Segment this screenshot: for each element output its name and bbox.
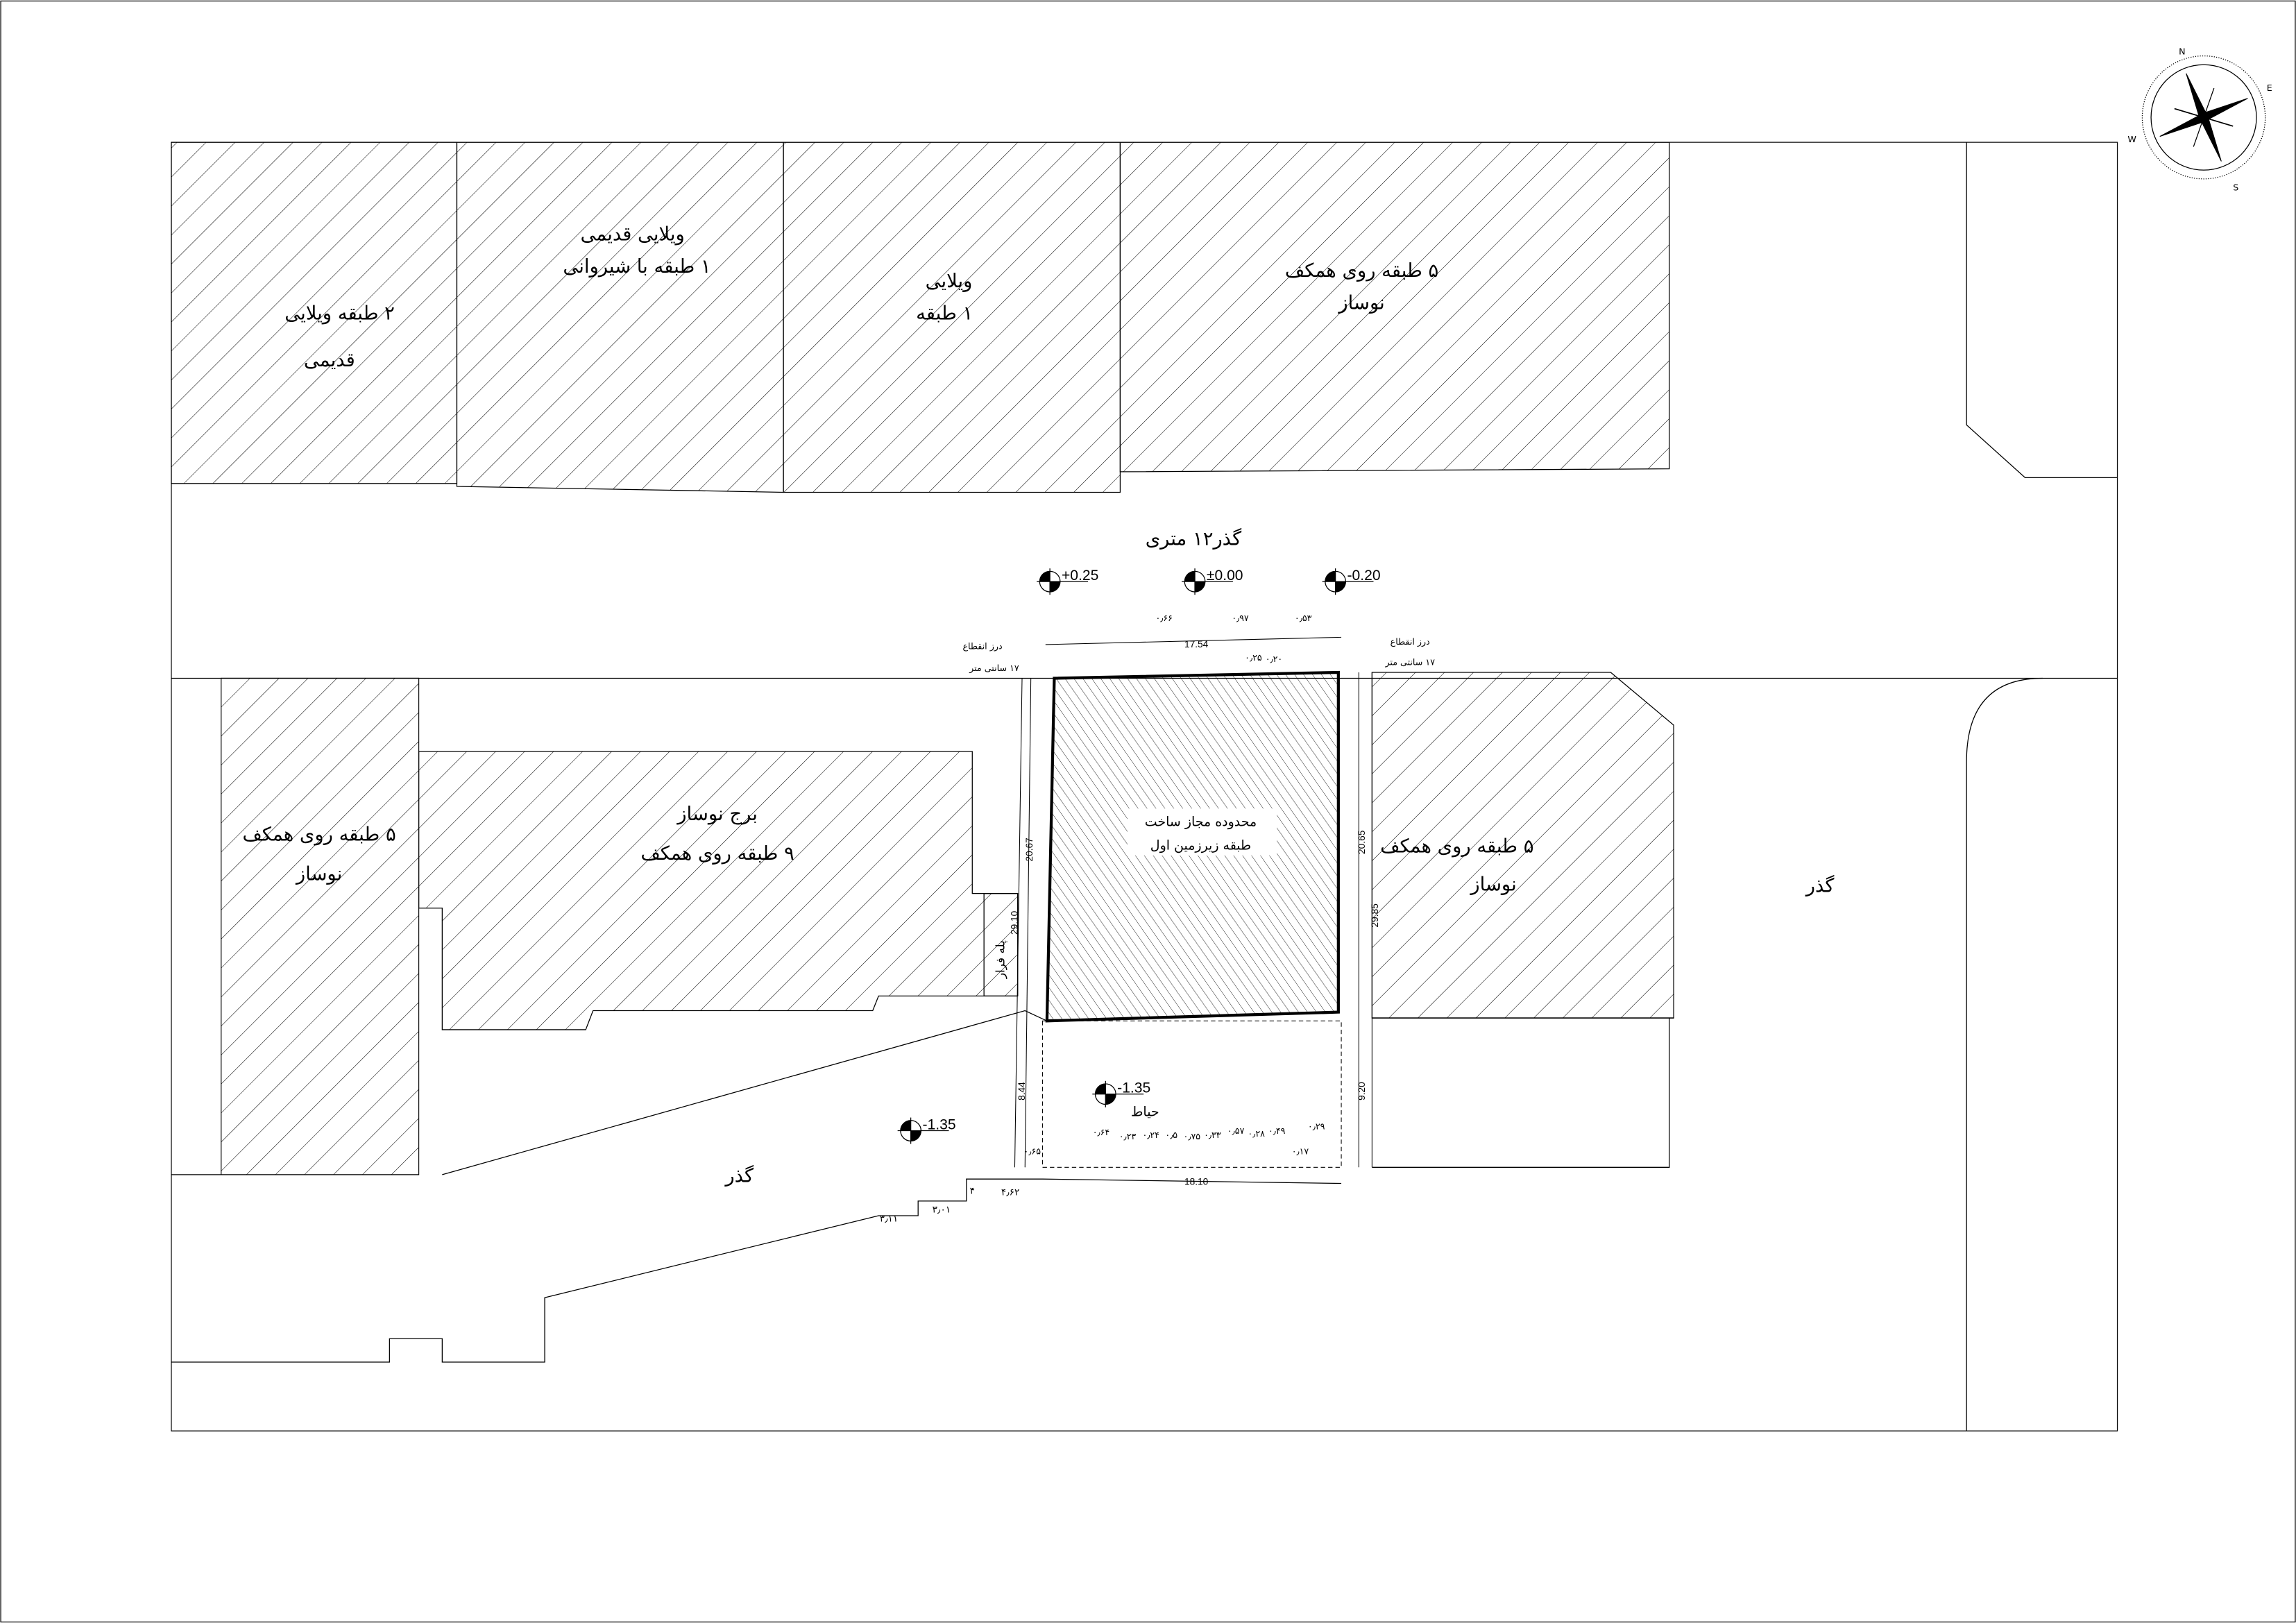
joint-line bbox=[1014, 678, 1023, 1168]
street-edge-bottom bbox=[171, 1178, 1342, 1363]
elevation-marker: +0.25 bbox=[1036, 568, 1098, 596]
dimension-label: ۳٫۱۱ bbox=[880, 1213, 899, 1223]
svg-text:+0.25: +0.25 bbox=[1062, 568, 1098, 584]
compass-e: E bbox=[2267, 83, 2272, 93]
elevation-marker: -1.35 bbox=[896, 1116, 956, 1145]
spot-height: ۰٫۲۰ bbox=[1266, 654, 1283, 664]
label: ویلایی bbox=[926, 271, 973, 292]
escape-stair bbox=[983, 893, 1019, 997]
dimension-label: 8.44 bbox=[1017, 1082, 1027, 1101]
elevation-marker: ±0.00 bbox=[1180, 568, 1243, 596]
label: نوساز bbox=[1337, 293, 1384, 314]
site-label: محدوده مجاز ساخت bbox=[1145, 815, 1257, 830]
dimension-label: ۳٫۰۱ bbox=[933, 1205, 951, 1215]
yard-label: حیاط bbox=[1131, 1104, 1159, 1119]
elevation-marker: -0.20 bbox=[1321, 568, 1381, 596]
spot-height: ۰٫۷۵ bbox=[1184, 1131, 1201, 1141]
spot-height: ۰٫۲۳ bbox=[1119, 1131, 1137, 1141]
escape-stair-label: پله فرار bbox=[994, 940, 1008, 979]
joint-label: ۱۷ سانتی متر bbox=[1384, 656, 1435, 668]
label: ۹ طبقه روی همکف bbox=[640, 843, 794, 865]
spot-height: ۰٫۹۷ bbox=[1232, 613, 1249, 623]
building-tower bbox=[418, 751, 1019, 1030]
block-corner-bottom-right bbox=[1966, 677, 2043, 1431]
label: ۵ طبقه روی همکف bbox=[1380, 836, 1533, 858]
spot-height: ۰٫۳۳ bbox=[1204, 1130, 1221, 1140]
street-edge-bottom bbox=[442, 1010, 1048, 1175]
label: برج نوساز bbox=[676, 804, 758, 825]
building-5floor-left bbox=[221, 677, 420, 1175]
spot-height: ۰٫۲۵ bbox=[1245, 652, 1262, 663]
compass-w: W bbox=[2127, 134, 2136, 144]
spot-height: ۰٫۵ bbox=[1165, 1130, 1177, 1140]
spot-height: ۰٫۴۹ bbox=[1268, 1125, 1286, 1136]
dimension-line-top bbox=[1045, 636, 1342, 645]
building-villa-2floor bbox=[171, 142, 458, 484]
building-villa-1floor bbox=[783, 142, 1121, 493]
spot-height: ۰٫۶۶ bbox=[1155, 613, 1173, 623]
dimension-label: 18.10 bbox=[1184, 1177, 1209, 1187]
dimension-label: 17.54 bbox=[1184, 639, 1209, 649]
label: قدیمی bbox=[304, 350, 355, 371]
street-label: گذر bbox=[724, 1164, 754, 1187]
svg-text:-0.20: -0.20 bbox=[1347, 568, 1381, 584]
label: ۱ طبقه با شیروانی bbox=[563, 256, 711, 278]
elevation-marker: -1.35 bbox=[1091, 1080, 1150, 1108]
street-label: گذر bbox=[1805, 875, 1835, 897]
spot-height: ۰٫۲۸ bbox=[1248, 1128, 1265, 1139]
building-villa-old bbox=[456, 142, 784, 493]
street-label: گذر۱۲ متری bbox=[1146, 527, 1242, 550]
joint-label: ۱۷ سانتی متر bbox=[969, 663, 1019, 674]
spot-height: ۰٫۲۴ bbox=[1142, 1130, 1159, 1140]
label: نوساز bbox=[1469, 874, 1516, 895]
dimension-label: ۴٫۶۲ bbox=[1001, 1187, 1020, 1197]
dimension-label: 20.67 bbox=[1024, 838, 1035, 861]
spot-height: ۰٫۲۹ bbox=[1308, 1121, 1325, 1131]
joint-label: درز انقطاع bbox=[1391, 636, 1430, 647]
label: ۱ طبقه bbox=[916, 303, 973, 324]
dimension-label: 29.10 bbox=[1010, 910, 1020, 935]
lot-line bbox=[1372, 1018, 1670, 1168]
dimension-label: 9.20 bbox=[1357, 1082, 1367, 1101]
spot-height: ۰٫۵۳ bbox=[1295, 613, 1312, 623]
label: ۵ طبقه روی همکف bbox=[1285, 260, 1438, 282]
compass-rose-icon: N E S W bbox=[2127, 46, 2272, 192]
joint-label: درز انقطاع bbox=[962, 640, 1002, 652]
spot-height: ۰٫۱۷ bbox=[1292, 1146, 1309, 1156]
label: ۵ طبقه روی همکف bbox=[242, 824, 396, 846]
joint-line bbox=[1024, 678, 1032, 1168]
yard bbox=[1042, 1020, 1342, 1168]
dimension-label: 29.85 bbox=[1370, 903, 1380, 928]
label: ویلایی قدیمی bbox=[581, 223, 685, 245]
spot-height: ۰٫۵۷ bbox=[1227, 1125, 1245, 1136]
compass-n: N bbox=[2179, 46, 2185, 56]
building-5floor-top bbox=[1119, 142, 1670, 473]
label: ۲ طبقه ویلایی bbox=[284, 303, 395, 324]
svg-text:±0.00: ±0.00 bbox=[1207, 568, 1243, 584]
dimension-label: ۴ bbox=[970, 1185, 975, 1196]
svg-text:-1.35: -1.35 bbox=[1117, 1080, 1150, 1096]
dimension-label: 20.65 bbox=[1357, 830, 1367, 854]
svg-text:-1.35: -1.35 bbox=[923, 1116, 956, 1132]
label: نوساز bbox=[295, 864, 342, 885]
spot-height: ۰٫۶۴ bbox=[1093, 1127, 1110, 1137]
spot-height: ۰٫۶۵ bbox=[1024, 1146, 1041, 1156]
block-corner-top-right bbox=[1966, 142, 2118, 478]
compass-s: S bbox=[2233, 182, 2238, 193]
site-label: طبقه زیرزمین اول bbox=[1150, 838, 1251, 853]
